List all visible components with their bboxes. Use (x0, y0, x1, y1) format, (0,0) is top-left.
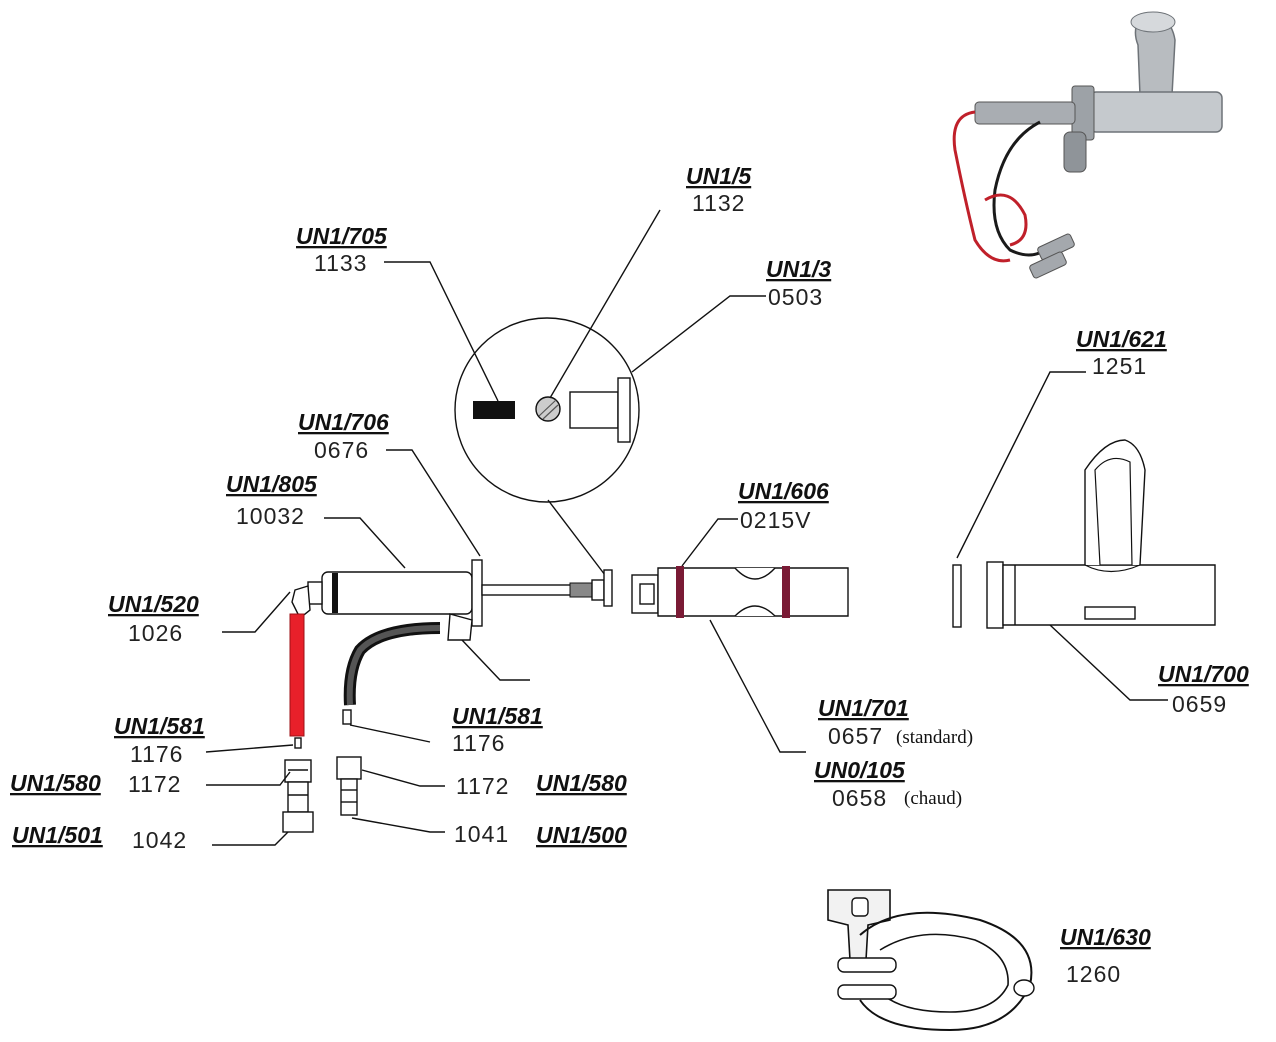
label-un1-700-ref: UN1/700 (1158, 661, 1249, 687)
label-un0-105-note: (chaud) (904, 788, 962, 809)
left-fittings (282, 737, 314, 833)
label-un1-501-code: 1042 (132, 827, 187, 853)
detail-circle (454, 317, 640, 576)
part-5-seal (535, 396, 561, 422)
label-un1-580-right-ref: UN1/580 (536, 770, 627, 796)
label-un1-621-ref: UN1/621 (1076, 326, 1167, 352)
part-3-cap (569, 391, 619, 429)
label-un1-501-ref: UN1/501 (12, 822, 103, 848)
label-un1-5-ref: UN1/5 (686, 163, 752, 189)
label-un1-805-ref: UN1/805 (226, 471, 318, 497)
probe-body (289, 559, 613, 737)
label-un0-105-ref: UN0/105 (814, 757, 906, 783)
label-un1-581-left-code: 1176 (130, 741, 183, 767)
label-un1-706-ref: UN1/706 (298, 409, 389, 435)
label-un1-580-left-code: 1172 (128, 771, 181, 797)
label-un1-805-code: 10032 (236, 503, 305, 529)
label-un1-3-code: 0503 (768, 284, 823, 310)
label-un0-105-code: 0658 (832, 785, 887, 811)
label-un1-706-code: 0676 (314, 437, 369, 463)
assembled-probe-photo (945, 5, 1265, 295)
label-un1-700-code: 0659 (1172, 691, 1227, 717)
label-un1-701-note: (standard) (896, 727, 973, 748)
label-un1-630-code: 1260 (1066, 961, 1121, 987)
label-un1-5-code: 1132 (692, 190, 745, 216)
label-un1-3-ref: UN1/3 (766, 256, 831, 282)
label-un1-630-ref: UN1/630 (1060, 924, 1151, 950)
label-un1-606-code: 0215V (740, 507, 812, 533)
label-un1-580-left-ref: UN1/580 (10, 770, 101, 796)
label-un1-621-code: 1251 (1092, 353, 1147, 379)
label-un1-520-ref: UN1/520 (108, 591, 199, 617)
leader-lines (205, 209, 1168, 846)
label-un1-581-right-code: 1176 (452, 730, 505, 756)
part-705-block (473, 401, 515, 419)
clamp-icon (827, 889, 1035, 1032)
label-un1-701-code: 0657 (828, 723, 883, 749)
label-un1-520-code: 1026 (128, 620, 183, 646)
right-fittings (336, 709, 362, 816)
label-un1-500-ref: UN1/500 (536, 822, 627, 848)
sleeve-part (631, 566, 849, 618)
label-un1-580-right-code: 1172 (456, 773, 509, 799)
tee-body (952, 439, 1216, 629)
label-un1-705-code: 1133 (314, 250, 367, 276)
label-un1-606-ref: UN1/606 (738, 478, 829, 504)
label-un1-581-right-ref: UN1/581 (452, 703, 543, 729)
label-un1-705-ref: UN1/705 (296, 223, 388, 249)
label-un1-500-code: 1041 (454, 821, 509, 847)
label-un1-701-ref: UN1/701 (818, 695, 909, 721)
label-un1-581-left-ref: UN1/581 (114, 713, 205, 739)
